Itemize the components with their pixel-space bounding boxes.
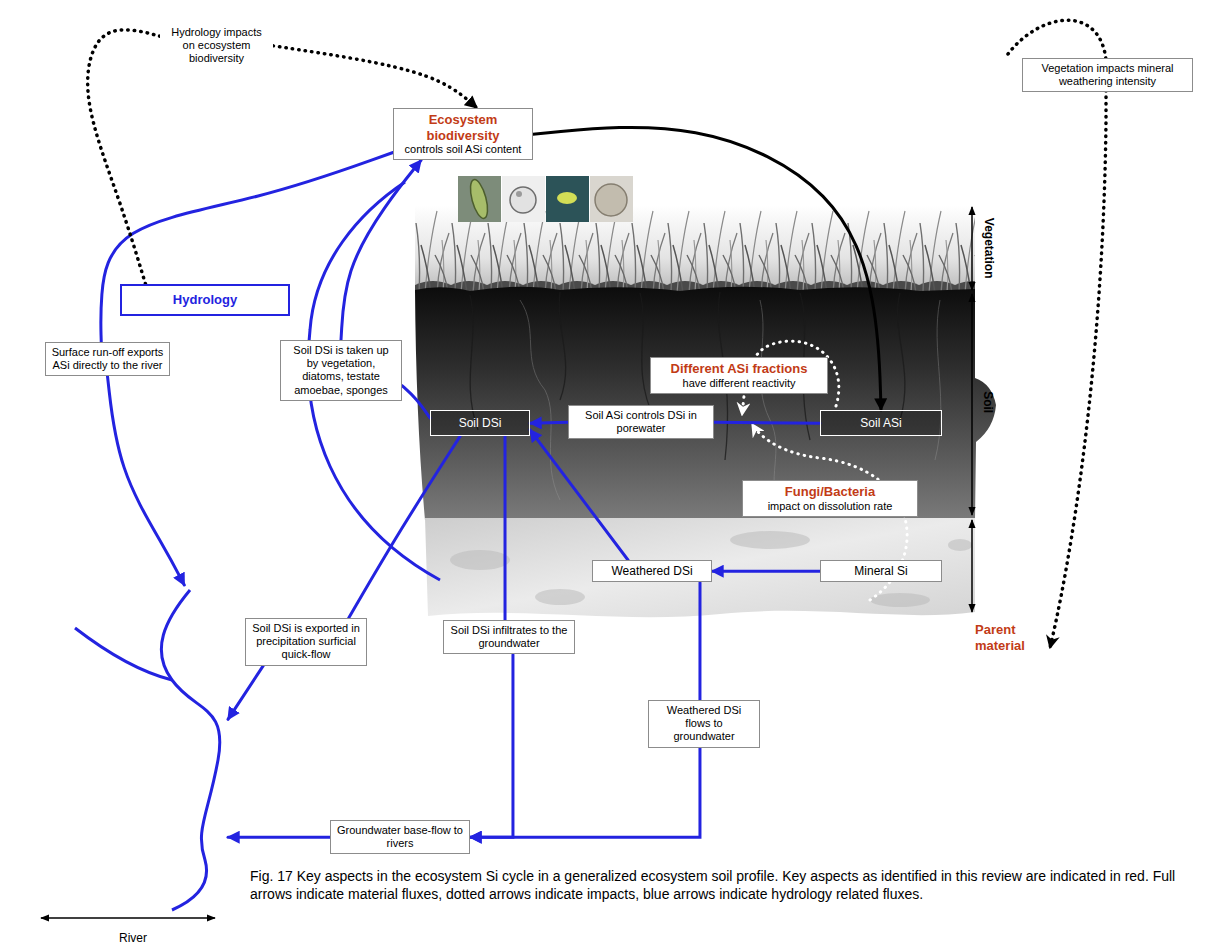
hydrology-flux-arrow bbox=[530, 430, 628, 560]
testate-amoeba bbox=[516, 191, 522, 197]
phytolith bbox=[557, 192, 577, 204]
node-heading: Different ASi fractions bbox=[656, 361, 822, 377]
flux-note: Weathered DSi flows to groundwater bbox=[648, 700, 760, 748]
river-channel: River bbox=[38, 585, 228, 948]
node-text: Soil ASi controls DSi in porewater bbox=[574, 409, 708, 435]
node-text: Weathered DSi bbox=[598, 564, 706, 578]
figure-caption: Fig. 17 Key aspects in the ecosystem Si … bbox=[250, 868, 1210, 903]
note-box: Vegetation impacts mineral weathering in… bbox=[1022, 58, 1193, 92]
micrograph bbox=[590, 176, 633, 222]
impact-arrow bbox=[88, 30, 160, 284]
root bbox=[520, 300, 560, 500]
root bbox=[760, 300, 780, 510]
micrograph bbox=[502, 176, 545, 222]
node-text: Soil DSi bbox=[436, 416, 524, 430]
key-aspect-box: Fungi/Bacteriaimpact on dissolution rate bbox=[742, 480, 918, 517]
flux-note: Surface run-off exports ASi directly to … bbox=[45, 342, 170, 376]
node-heading: Ecosystem biodiversity bbox=[399, 112, 527, 143]
hydrology-flux-arrow bbox=[402, 386, 430, 418]
flux-note: Soil DSi is exported in precipitation su… bbox=[245, 618, 367, 666]
impact-arrow bbox=[1008, 20, 1106, 648]
rock-texture bbox=[450, 531, 972, 607]
root bbox=[559, 292, 566, 400]
testate-amoeba bbox=[510, 187, 536, 213]
dimension-bracket bbox=[41, 917, 215, 919]
flux-note: Soil DSi infiltrates to the groundwater bbox=[443, 620, 575, 654]
dimension-bracket bbox=[971, 520, 973, 612]
hydrology-flux-arrow bbox=[504, 436, 507, 620]
node-text: Soil DSi is exported in precipitation su… bbox=[251, 622, 361, 662]
river-line bbox=[161, 590, 220, 910]
node-text: Soil DSi infiltrates to the groundwater bbox=[449, 624, 569, 650]
dimension-bracket bbox=[971, 207, 973, 290]
river-outline bbox=[38, 585, 228, 948]
node-text: Vegetation impacts mineral weathering in… bbox=[1028, 62, 1187, 88]
node-heading: Fungi/Bacteria bbox=[748, 484, 912, 500]
rock-blotch bbox=[948, 539, 972, 551]
pool-box: Soil ASi bbox=[820, 410, 942, 436]
hydrology-flux-arrow bbox=[698, 582, 701, 700]
pool-box: Soil DSi bbox=[430, 410, 530, 436]
hydrology-flux-arrow bbox=[341, 160, 421, 340]
node-text: Weathered DSi flows to groundwater bbox=[654, 704, 754, 744]
hydrology-flux-arrow bbox=[714, 422, 820, 423]
note-box: Hydrology impacts on ecosystem biodivers… bbox=[160, 22, 273, 70]
hydrology-flux-arrow bbox=[470, 748, 700, 838]
node-text: Mineral Si bbox=[826, 564, 936, 578]
node-text: Groundwater base-flow to rivers bbox=[336, 824, 464, 850]
connectors bbox=[88, 30, 881, 837]
hydrology-flux-arrow bbox=[530, 422, 568, 423]
root bbox=[898, 293, 905, 420]
flux-note: Soil DSi is taken up by vegetation, diat… bbox=[280, 340, 402, 401]
node-text: Hydrology impacts on ecosystem biodivers… bbox=[166, 26, 267, 66]
node-text: River bbox=[38, 931, 228, 945]
hydrology-box: Hydrology bbox=[120, 284, 290, 316]
rock-blotch bbox=[730, 531, 810, 549]
flux-note: Groundwater base-flow to rivers bbox=[330, 820, 470, 854]
key-aspect-box: Ecosystem biodiversitycontrols soil ASi … bbox=[393, 108, 533, 160]
micrograph-strip bbox=[458, 176, 633, 222]
dimension-bracket bbox=[971, 294, 973, 515]
hydrology-flux-arrow bbox=[470, 654, 513, 837]
process-box: Soil ASi controls DSi in porewater bbox=[568, 405, 714, 439]
material-flux-arrow bbox=[533, 127, 881, 410]
layer-brackets bbox=[971, 207, 973, 612]
node-text: Soil DSi is taken up by vegetation, diat… bbox=[286, 344, 396, 397]
node-text: Surface run-off exports ASi directly to … bbox=[51, 346, 164, 372]
soil-layer bbox=[415, 287, 996, 520]
node-text: have different reactivity bbox=[656, 377, 822, 390]
node-text: impact on dissolution rate bbox=[748, 500, 912, 513]
hydrology-flux-arrow bbox=[349, 436, 460, 618]
river-line bbox=[75, 628, 172, 680]
hydrology-flux-arrow bbox=[101, 153, 393, 342]
rock-blotch bbox=[450, 550, 510, 570]
node-text: Soil ASi bbox=[826, 416, 936, 430]
impact-arrow bbox=[273, 46, 477, 108]
layer-label: Soil bbox=[981, 391, 995, 413]
hydrology-flux-arrow bbox=[712, 570, 820, 573]
micrograph bbox=[546, 176, 589, 222]
rock-blotch bbox=[870, 593, 930, 607]
key-aspect-box: Different ASi fractionshave different re… bbox=[650, 357, 828, 394]
node-text: controls soil ASi content bbox=[399, 143, 527, 156]
hydrology-flux-arrow bbox=[228, 666, 263, 720]
hydrology-flux-arrow bbox=[108, 376, 185, 585]
rock-blotch bbox=[535, 589, 585, 605]
hydrology-flux-arrow bbox=[228, 836, 330, 839]
node-text: Hydrology bbox=[130, 292, 280, 308]
diatom bbox=[467, 178, 491, 220]
micrograph bbox=[458, 176, 501, 222]
layer-label: Parent material bbox=[975, 622, 1039, 653]
pool-box: Mineral Si bbox=[820, 560, 942, 582]
amoeba-shell bbox=[595, 184, 627, 216]
layer-label: Vegetation bbox=[981, 218, 995, 279]
pool-box: Weathered DSi bbox=[592, 560, 712, 582]
